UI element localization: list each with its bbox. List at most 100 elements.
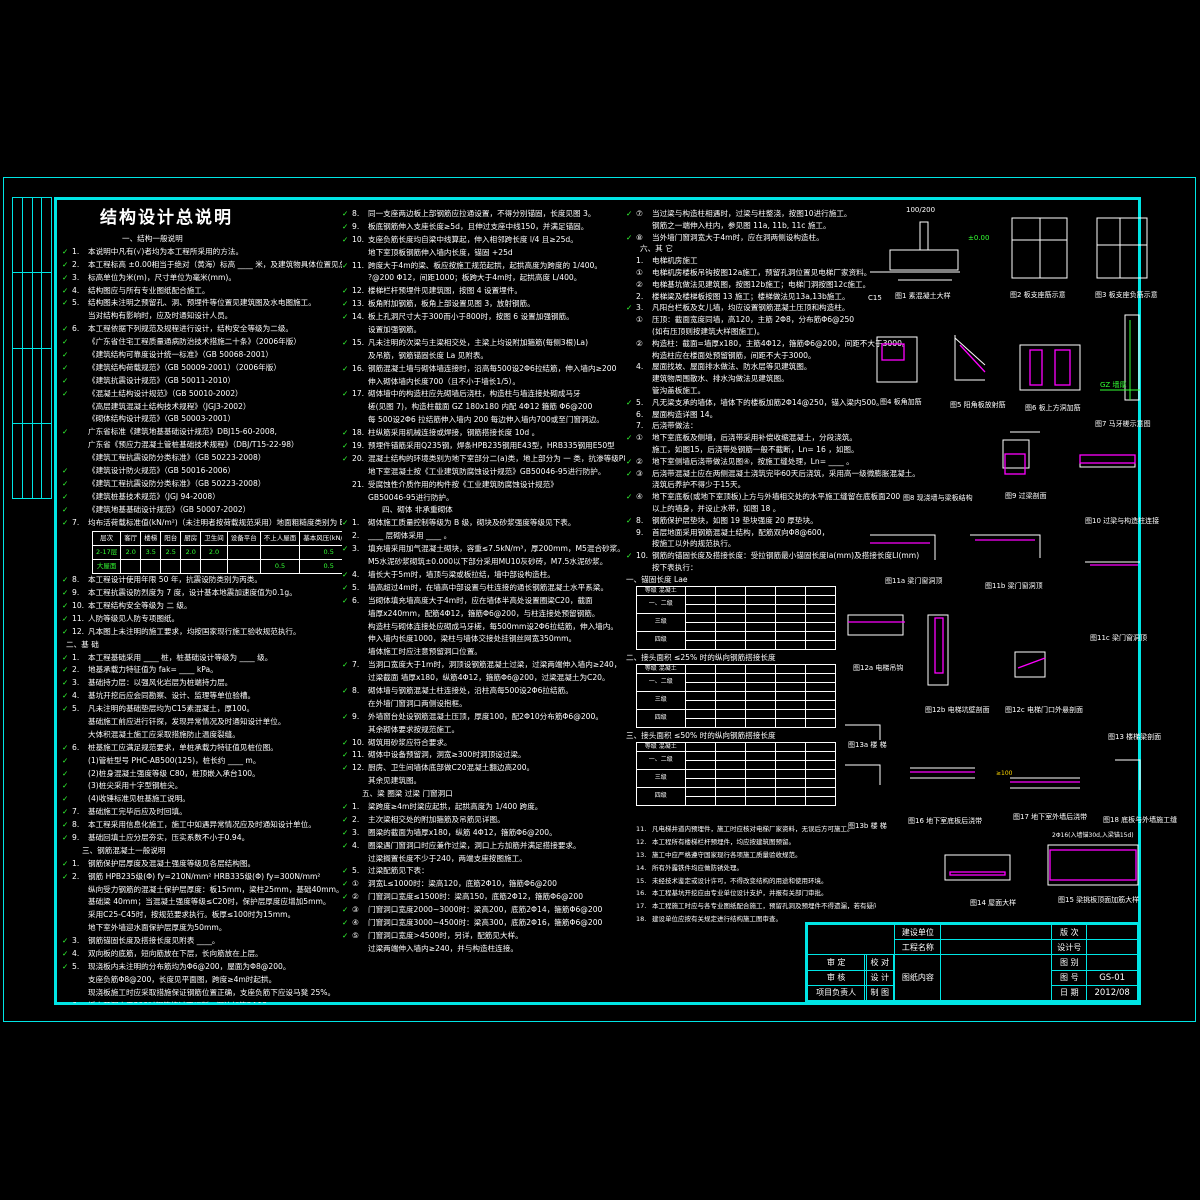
note-number: 4. <box>352 840 360 850</box>
check-mark-icon: ✓ <box>342 234 349 244</box>
fig1-concrete-label: C15 <box>868 294 882 302</box>
client-label: 建设单位 <box>894 923 942 941</box>
note-line: ✓1.本说明中凡有(√)者均为本工程所采用的方法。 <box>62 246 342 259</box>
note-text: 本工程抗震设防烈度为 7 度，设计基本地震加速度值为0.1g。 <box>88 588 297 598</box>
sheet-number: GS-01 <box>1086 969 1138 986</box>
note-number: 17. <box>352 389 365 399</box>
fig11c-caption: 图11c 梁门窗洞顶 <box>1090 633 1147 642</box>
check-mark-icon: ✓ <box>62 781 69 791</box>
note-line: ✓(2)桩身混凝土强度等级 C80，桩顶嵌入承台100。 <box>62 768 342 781</box>
note-text: 支座负筋长度均自梁中线算起，伸入相邻跨长度 l/4 且≥25d。 <box>368 234 578 244</box>
check-mark-icon: ✓ <box>342 905 349 915</box>
note-text: 板上开洞小于300时钢筋绕过不切断，洞边加筋2Φ12。 <box>88 1001 275 1003</box>
check-mark-icon: ✓ <box>62 936 69 946</box>
note-text: 《建筑工程抗震设防分类标准》（GB 50223-2008） <box>88 453 266 463</box>
check-mark-icon: ✓ <box>62 794 69 804</box>
note-text: 浇筑后养护不得少于15天。 <box>652 480 746 490</box>
check-mark-icon: ✓ <box>62 768 69 778</box>
note-line: 过梁两端伸入墙内≥240，并与构造柱连接。 <box>342 943 625 956</box>
note-text: 槎(见图 7)，构造柱截面 GZ 180x180 内配 4Φ12 箍筋 Φ6@2… <box>368 402 593 412</box>
check-mark-icon: ✓ <box>62 1000 72 1003</box>
fig6-caption: 图6 板上方洞加筋 <box>1025 403 1081 412</box>
approve-label: 审 定 <box>806 954 866 971</box>
check-mark-icon: ✓ <box>342 840 349 850</box>
check-mark-icon: ✓ <box>62 324 69 334</box>
note-number: 17. <box>636 902 647 911</box>
note-line: ✓8.钢筋保护层垫块，如图 19 垫块强度 20 厚垫块。 <box>626 515 836 527</box>
note-line: M5水泥砂浆砌筑±0.000以下部分采用MU10灰砂砖，M7.5水泥砂浆。 <box>342 556 625 569</box>
note-number: 21. <box>352 479 365 489</box>
note-text: 广东省《预应力混凝土管桩基础技术规程》（DBJ/T15-22-98） <box>88 440 299 450</box>
note-line: 13.施工中应严格遵守国家现行各项施工质量验收规范。 <box>626 850 876 863</box>
note-line: ✓10.砌筑用砂浆应符合要求。 <box>342 737 625 750</box>
check-mark-icon: ✓ <box>342 569 349 579</box>
note-line: ✓14.板上孔洞尺寸大于300而小于800时，按图 6 设置加强钢筋。 <box>342 311 625 324</box>
check-mark-icon: ✓ <box>626 433 633 443</box>
section-heading: 五、梁 圈梁 过梁 门窗洞口 <box>362 789 453 799</box>
check-mark-icon: ✓ <box>342 917 349 927</box>
note-text: 电梯机房楼板吊钩按图12a施工，预留孔洞位置见电梯厂家资料。 <box>652 267 872 277</box>
note-number: ② <box>636 456 643 466</box>
note-text: 后浇带混凝土应在两侧混凝土浇筑完毕60天后浇筑，采用高一级微膨胀混凝土。 <box>652 468 920 478</box>
check-mark-icon: ✓ <box>342 879 349 889</box>
note-line: 墙体施工时应注意预留洞口位置。 <box>342 646 625 659</box>
note-number: 8. <box>352 685 360 695</box>
note-text: (4)收锤标准见桩基施工说明。 <box>88 794 190 804</box>
note-line: ✓2.地基承载力特征值为 fak= ____ kPa。 <box>62 664 342 677</box>
check-mark-icon: ✓ <box>626 209 633 218</box>
note-line: 以上的墙身，并设止水带，如图 18 。 <box>626 503 836 515</box>
fig16-caption: 图16 地下室底板后浇带 <box>908 816 982 825</box>
note-number: 5. <box>352 582 360 592</box>
note-number: 16. <box>352 363 365 373</box>
note-text: 《建筑桩基技术规范》（JGJ 94-2008） <box>88 491 220 501</box>
note-text: 人防等级见人防专项图纸。 <box>88 613 180 623</box>
fig17-dim: ≥100 <box>996 770 1013 777</box>
table-cell <box>180 559 202 575</box>
note-number: 14. <box>352 312 365 322</box>
note-number: 3. <box>352 544 360 554</box>
fig2-caption: 图2 板支座筋示意 <box>1010 290 1066 299</box>
note-number: 9. <box>352 221 360 231</box>
lap-25-table-title: 二、接头面积 ≤25% 时的纵向钢筋搭接长度 <box>626 652 776 662</box>
note-line: ✓7.基础施工完毕后应及时回填。 <box>62 806 342 819</box>
note-line: 11.凡电梯井道内预埋件，施工时应核对电梯厂家资料，无误后方可施工。 <box>626 824 876 837</box>
note-number: 15. <box>636 876 647 885</box>
fig18-caption: 图18 底板与外墙施工缝 <box>1103 815 1177 824</box>
note-text: 凡电梯井道内预埋件，施工时应核对电梯厂家资料，无误后方可施工。 <box>652 825 854 833</box>
note-text: 基础施工完毕后应及时回填。 <box>88 807 187 817</box>
note-text: 《建筑抗震设计规范》（GB 50011-2010） <box>88 375 236 385</box>
note-line: 地下室混凝土按《工业建筑防腐蚀设计规范》GB50046-95进行防护。 <box>342 466 625 479</box>
note-line: ✓12.楼梯栏杆预埋件见建筑图，按图 4 设置埋件。 <box>342 285 625 298</box>
review-label: 审 核 <box>806 969 866 986</box>
note-line: 12.本工程所有楼梯栏杆预埋件，均应按建筑图预留。 <box>626 837 876 850</box>
note-text: 地下室侧墙后浇带做法见图④，按施工缝处理，Ln= ____ 。 <box>652 456 854 466</box>
note-line: ✓10.钢筋的锚固长度及搭接长度：受拉钢筋最小锚固长度la(mm)及搭接长度Ll… <box>626 550 919 562</box>
note-line: ✓18.柱纵筋采用机械连接或焊接，钢筋搭接长度 10d 。 <box>342 427 625 440</box>
section-heading: 四、砌体 非承重砌体 <box>382 505 453 515</box>
note-text: 砌体墙中的构造柱应先砌墙后浇柱，构造柱与墙连接处砌成马牙 <box>368 389 581 399</box>
note-line: ✓11.跨度大于4m的梁、板应按施工规范起拱，起拱高度为跨度的 1/400。 <box>342 260 625 273</box>
note-text: 本工程所有楼梯栏杆预埋件，均应按建筑图预留。 <box>652 837 795 846</box>
signature-strip <box>12 197 52 499</box>
note-line: ✓9.基础回填土应分层夯实，压实系数不小于0.94。 <box>62 832 342 845</box>
note-line: 纵向受力钢筋的混凝土保护层厚度：板15mm，梁柱25mm，基础40mm。 <box>62 884 342 897</box>
note-line: ✓6.当砌体填充墙高度大于4m时，应在墙体半高处设置圈梁C20，截面 <box>342 595 625 608</box>
note-line: 钢筋之一端伸入柱内，参见图 11a, 11b, 11c 施工。 <box>626 220 836 232</box>
check-mark-icon: ✓ <box>626 456 633 466</box>
note-line: ✓8.砌体墙与钢筋混凝土柱连接处，沿柱高每500设2Φ6拉结筋。 <box>342 685 625 698</box>
note-line: 每 500设2Φ6 拉结筋伸入墙内 200 每边伸入墙内700或至门窗洞边。 <box>342 414 625 427</box>
check-mark-icon: ✓ <box>62 613 69 623</box>
note-text: 凡无梁支承的墙体，墙体下的楼板加筋2Φ14@250，锚入梁内500。 <box>652 397 884 407</box>
note-line: ✓1.梁跨度≥4m时梁应起拱，起拱高度为 1/400 跨度。 <box>342 801 625 814</box>
note-text: 均布活荷载标准值(kN/m²)（未注明者按荷载规范采用）地面粗糙度类别为 B 类 <box>88 517 342 527</box>
note-line: 4.屋面找坡、屋面排水做法、防水层等见建筑图。 <box>626 361 836 373</box>
note-text: 伸入砌体墙内长度700（且不小于墙长1/5）。 <box>368 376 521 386</box>
note-number: 5. <box>636 397 644 407</box>
note-line: ✓《建筑地基基础设计规范》（GB 50007-2002） <box>62 504 342 517</box>
